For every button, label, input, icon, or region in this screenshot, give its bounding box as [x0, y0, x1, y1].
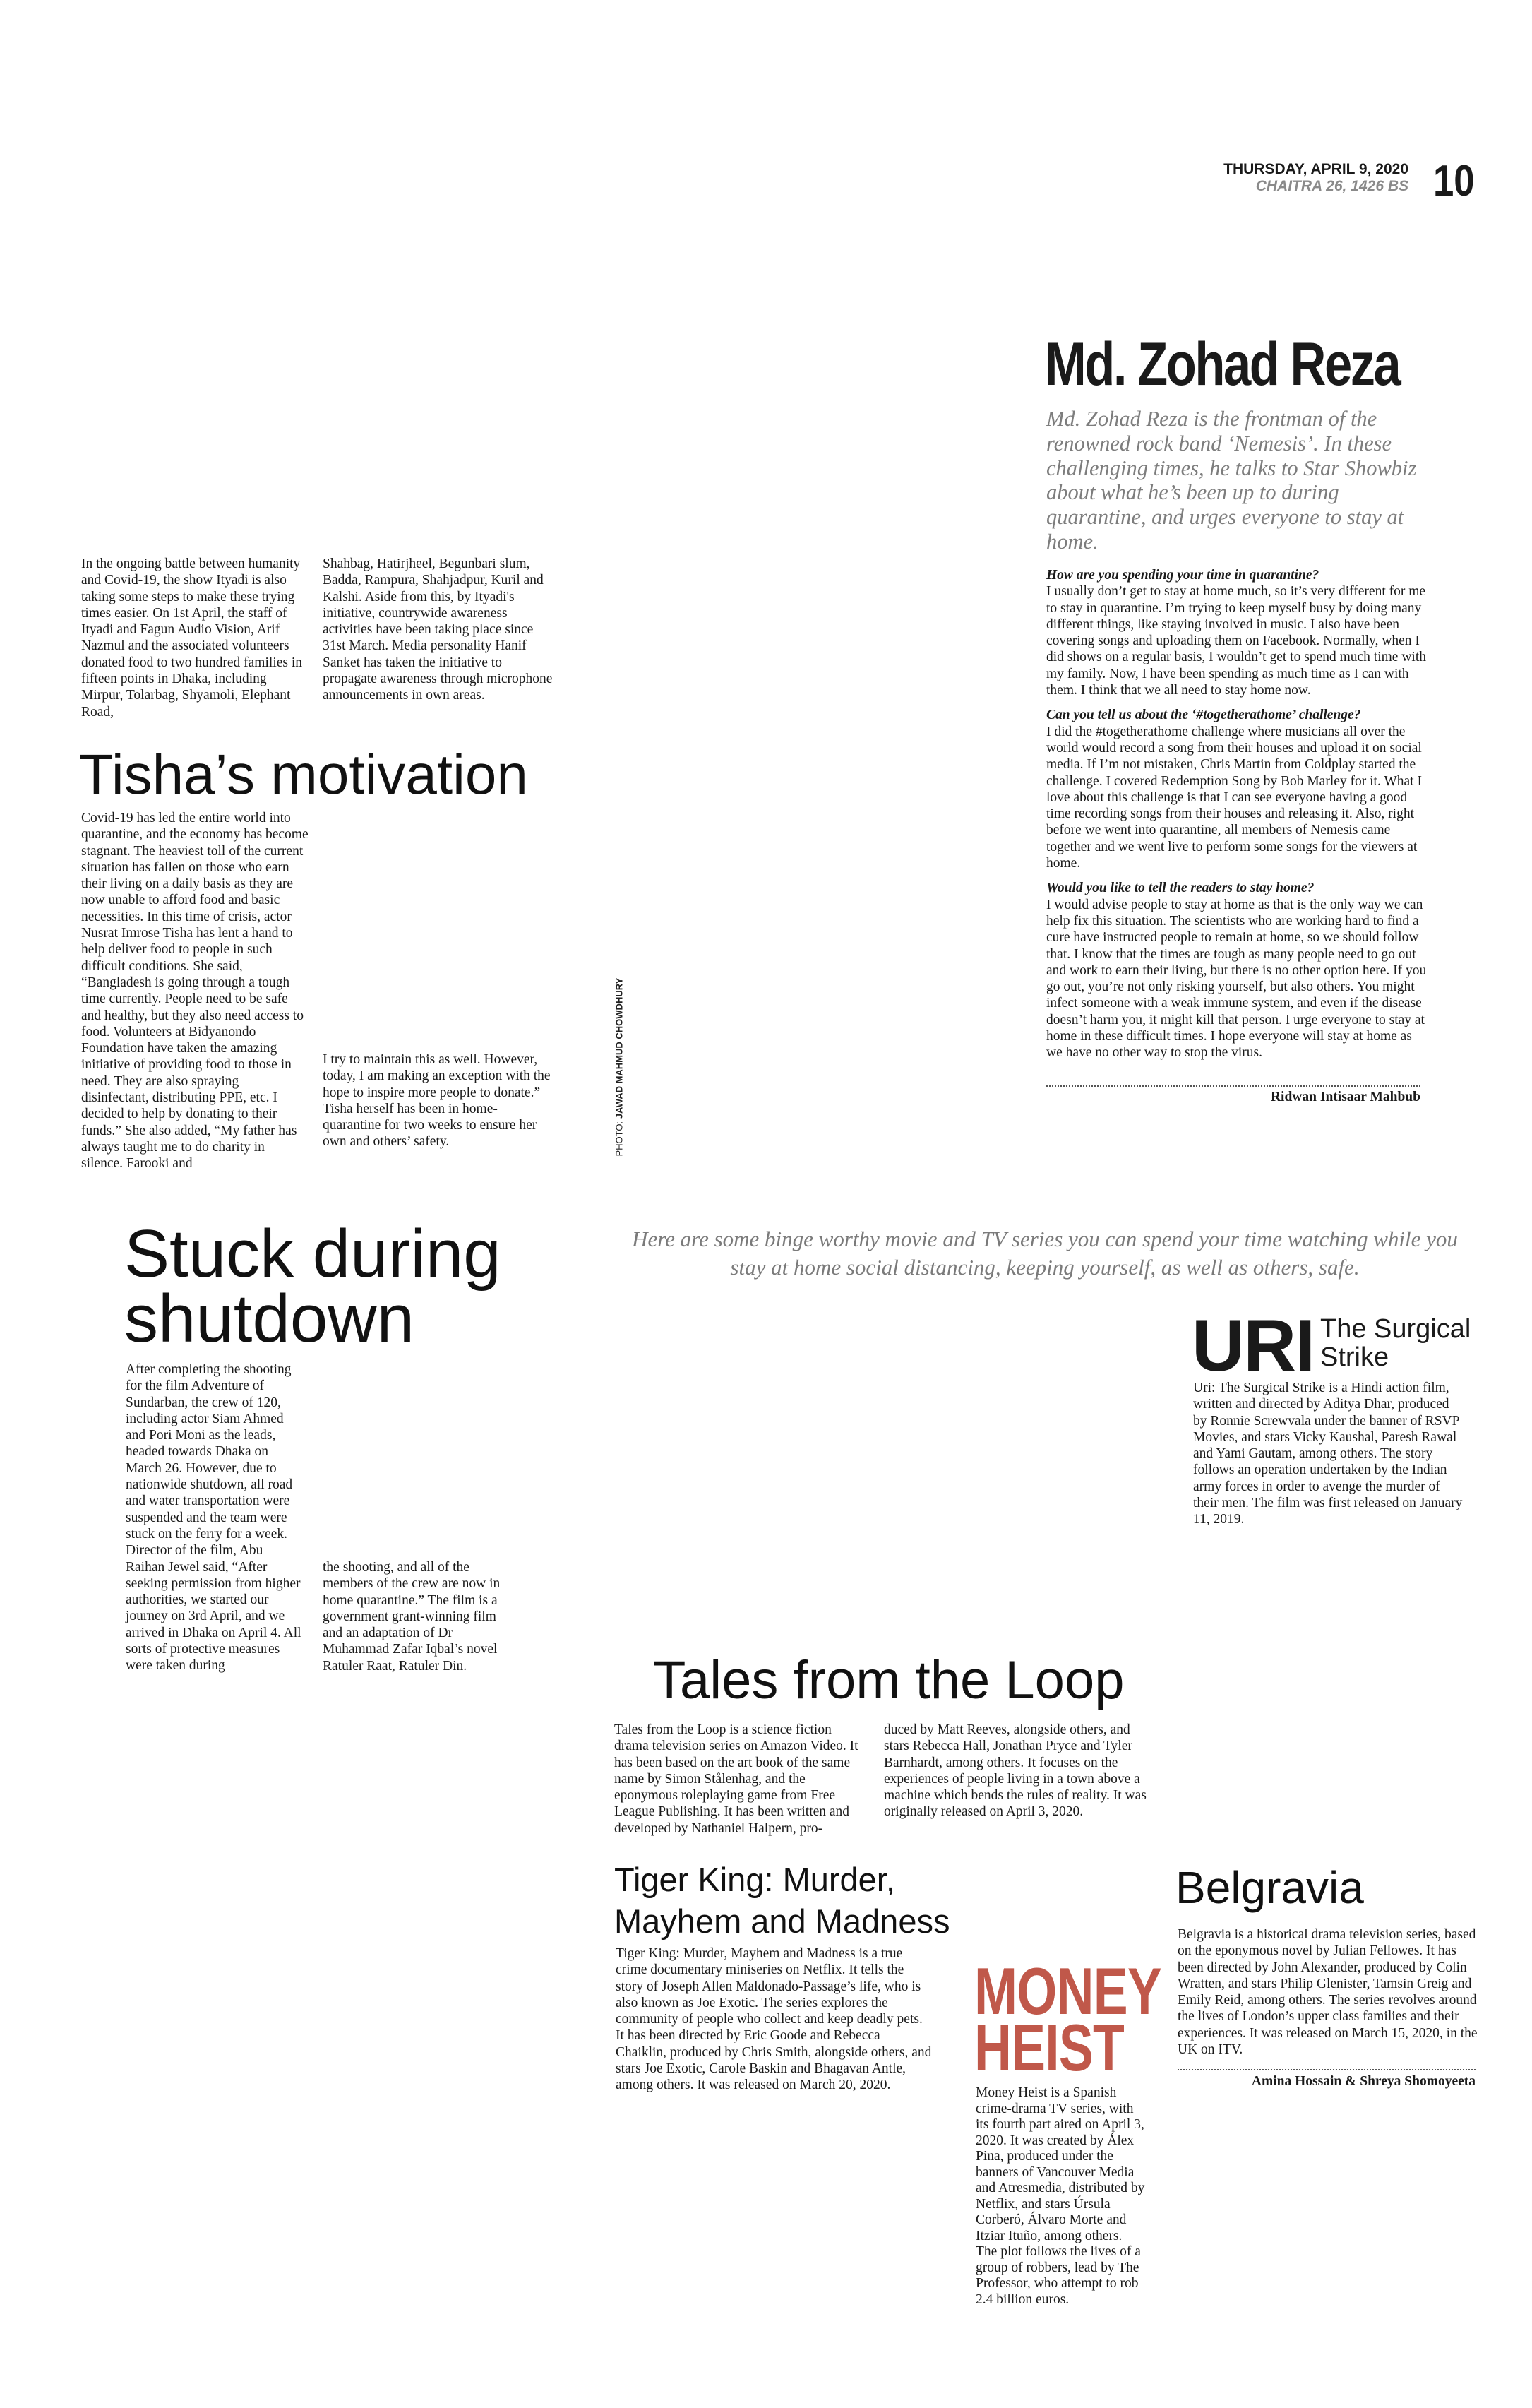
tisha-headline: Tisha’s motivation [79, 743, 528, 806]
tales-col-2: duced by Matt Reeves, alongside others, … [884, 1722, 1147, 1820]
stuck-col-1: After completing the shooting for the fi… [126, 1362, 301, 1674]
qa-item: Can you tell us about the ‘#togetheratho… [1046, 707, 1428, 871]
qa-item: Would you like to tell the readers to st… [1046, 880, 1428, 1061]
answer: I usually don’t get to stay at home much… [1046, 584, 1426, 698]
question: Would you like to tell the readers to st… [1046, 881, 1315, 896]
stuck-headline-line-1: Stuck during [124, 1216, 501, 1292]
belgravia-body: Belgravia is a historical drama televisi… [1178, 1927, 1478, 2058]
uri-subtitle-line-2: Strike [1320, 1342, 1389, 1372]
money-heist-body: Money Heist is a Spanish crime-drama TV … [976, 2085, 1145, 2307]
question: How are you spending your time in quaran… [1046, 568, 1319, 583]
stuck-col-2: the shooting, and all of the members of … [323, 1560, 501, 1674]
bengali-date: CHAITRA 26, 1426 BS [1255, 178, 1408, 194]
answer: I would advise people to stay at home as… [1046, 897, 1427, 1061]
money-heist-title-line-1: MONEY [974, 1954, 1162, 2028]
photo-credit-label: PHOTO: [614, 1121, 625, 1157]
stuck-headline: Stuck during shutdown [124, 1216, 501, 1357]
money-heist-title-line-2: HEIST [974, 2010, 1125, 2085]
photo-credit-name: JAWAD MAHMUD CHOWDHURY [614, 977, 625, 1119]
zohad-headline: Md. Zohad Reza [1045, 330, 1401, 398]
page-number: 10 [1433, 157, 1475, 205]
uri-title: URI [1192, 1305, 1315, 1387]
question: Can you tell us about the ‘#togetheratho… [1046, 708, 1361, 723]
belgravia-headline: Belgravia [1175, 1862, 1364, 1913]
zohad-byline: Ridwan Intisaar Mahbub [1270, 1090, 1420, 1104]
divider [1178, 2069, 1476, 2070]
money-heist-title: MONEY HEIST [974, 1954, 1162, 2085]
tales-headline: Tales from the Loop [653, 1650, 1125, 1710]
issue-date: THURSDAY, APRIL 9, 2020 [1223, 161, 1408, 177]
tiger-body: Tiger King: Murder, Mayhem and Madness i… [616, 1946, 932, 2093]
tisha-col-2: I try to maintain this as well. However,… [323, 1052, 551, 1150]
stuck-headline-line-2: shutdown [124, 1281, 414, 1357]
interview-qa: How are you spending your time in quaran… [1046, 567, 1428, 1070]
qa-item: How are you spending your time in quaran… [1046, 567, 1428, 698]
tales-col-1: Tales from the Loop is a science fiction… [614, 1722, 858, 1836]
binge-intro: Here are some binge worthy movie and TV … [632, 1227, 1458, 1280]
binge-byline: Amina Hossain & Shreya Shomoyeeta [1251, 2074, 1476, 2089]
zohad-intro: Md. Zohad Reza is the frontman of the re… [1046, 407, 1417, 554]
tisha-col-1: Covid-19 has led the entire world into q… [81, 811, 309, 1172]
divider [1046, 1085, 1420, 1087]
tiger-headline-line-1: Tiger King: Murder, [614, 1861, 895, 1898]
ityadi-col-1: In the ongoing battle between humanity a… [81, 556, 303, 720]
answer: I did the #togetherathome challenge wher… [1046, 724, 1422, 871]
uri-subtitle: The Surgical Strike [1320, 1315, 1471, 1371]
tiger-headline: Tiger King: Murder, Mayhem and Madness [614, 1859, 950, 1942]
uri-subtitle-line-1: The Surgical [1320, 1314, 1471, 1344]
tiger-headline-line-2: Mayhem and Madness [614, 1902, 950, 1940]
photo-credit: PHOTO: JAWAD MAHMUD CHOWDHURY [614, 977, 625, 1157]
uri-body: Uri: The Surgical Strike is a Hindi acti… [1193, 1381, 1463, 1527]
ityadi-col-2: Shahbag, Hatirjheel, Begunbari slum, Bad… [323, 556, 553, 703]
